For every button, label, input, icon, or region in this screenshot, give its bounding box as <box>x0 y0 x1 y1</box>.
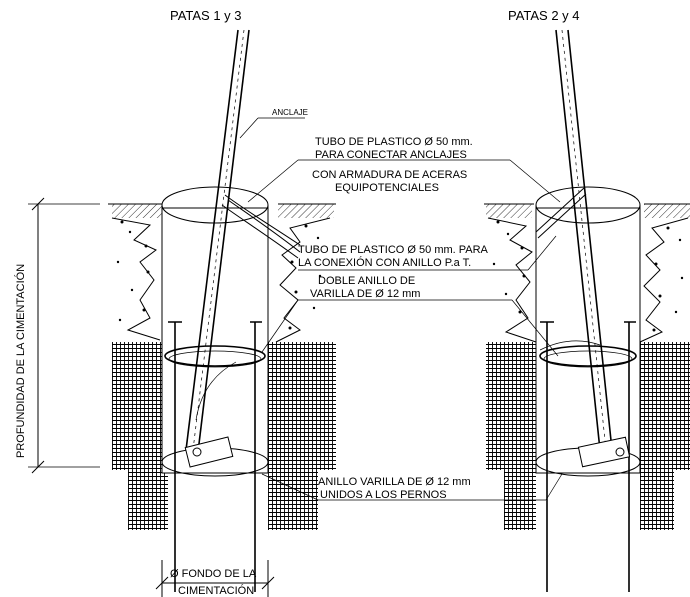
label-tubo-conexion-line2: LA CONEXIÓN CON ANILLO P.a T. <box>298 256 471 269</box>
label-doble-anillo-line1: DOBLE ANILLO DE <box>318 275 415 287</box>
leader-lines <box>239 117 563 501</box>
right-anchor-plate <box>577 436 631 468</box>
left-cylinder <box>161 186 269 477</box>
label-anillo-varilla-line2: UNIDOS A LOS PERNOS <box>320 489 447 501</box>
label-armadura-line2: EQUIPOTENCIALES <box>335 182 439 194</box>
label-fondo-line2: CIMENTACIÓN <box>178 584 254 597</box>
right-foundation <box>484 29 690 592</box>
label-profundidad: PROFUNDIDAD DE LA CIMENTACIÓN <box>14 264 27 458</box>
label-tubo-conexion-line1: TUBO DE PLASTICO Ø 50 mm. PARA <box>298 244 489 256</box>
left-double-ring <box>164 345 266 368</box>
label-doble-anillo-line2: VARILLA DE Ø 12 mm <box>310 288 420 300</box>
label-armadura-line1: CON ARMADURA DE ACERAS <box>312 169 467 181</box>
right-soil-edges <box>487 217 689 343</box>
right-plastic-tubes <box>535 187 601 351</box>
title-right: PATAS 2 y 4 <box>508 8 580 23</box>
dimension-depth <box>28 197 100 474</box>
right-tower-leg <box>555 29 613 451</box>
label-tubo-conectar-line2: PARA CONECTAR ANCLAJES <box>315 149 467 161</box>
label-anclaje: ANCLAJE <box>272 108 308 117</box>
left-bolts <box>168 321 262 592</box>
label-fondo-line1: Ø FONDO DE LA <box>170 568 257 580</box>
right-double-ring <box>539 345 637 368</box>
label-anillo-varilla-line1: ANILLO VARILLA DE Ø 12 mm <box>318 476 471 488</box>
left-tower-leg <box>185 29 250 453</box>
dimension-bottom <box>155 560 275 597</box>
left-plastic-tubes <box>195 194 301 421</box>
right-soil-grid <box>486 342 690 530</box>
left-anchor-plate <box>184 436 234 468</box>
left-ground-surface <box>108 203 336 218</box>
right-ground-surface <box>484 203 690 218</box>
label-tubo-conectar-line1: TUBO DE PLASTICO Ø 50 mm. <box>315 136 473 148</box>
left-soil-grid <box>112 342 336 530</box>
title-left: PATAS 1 y 3 <box>170 8 242 23</box>
left-soil-edges <box>111 217 331 343</box>
left-foundation <box>108 29 336 592</box>
